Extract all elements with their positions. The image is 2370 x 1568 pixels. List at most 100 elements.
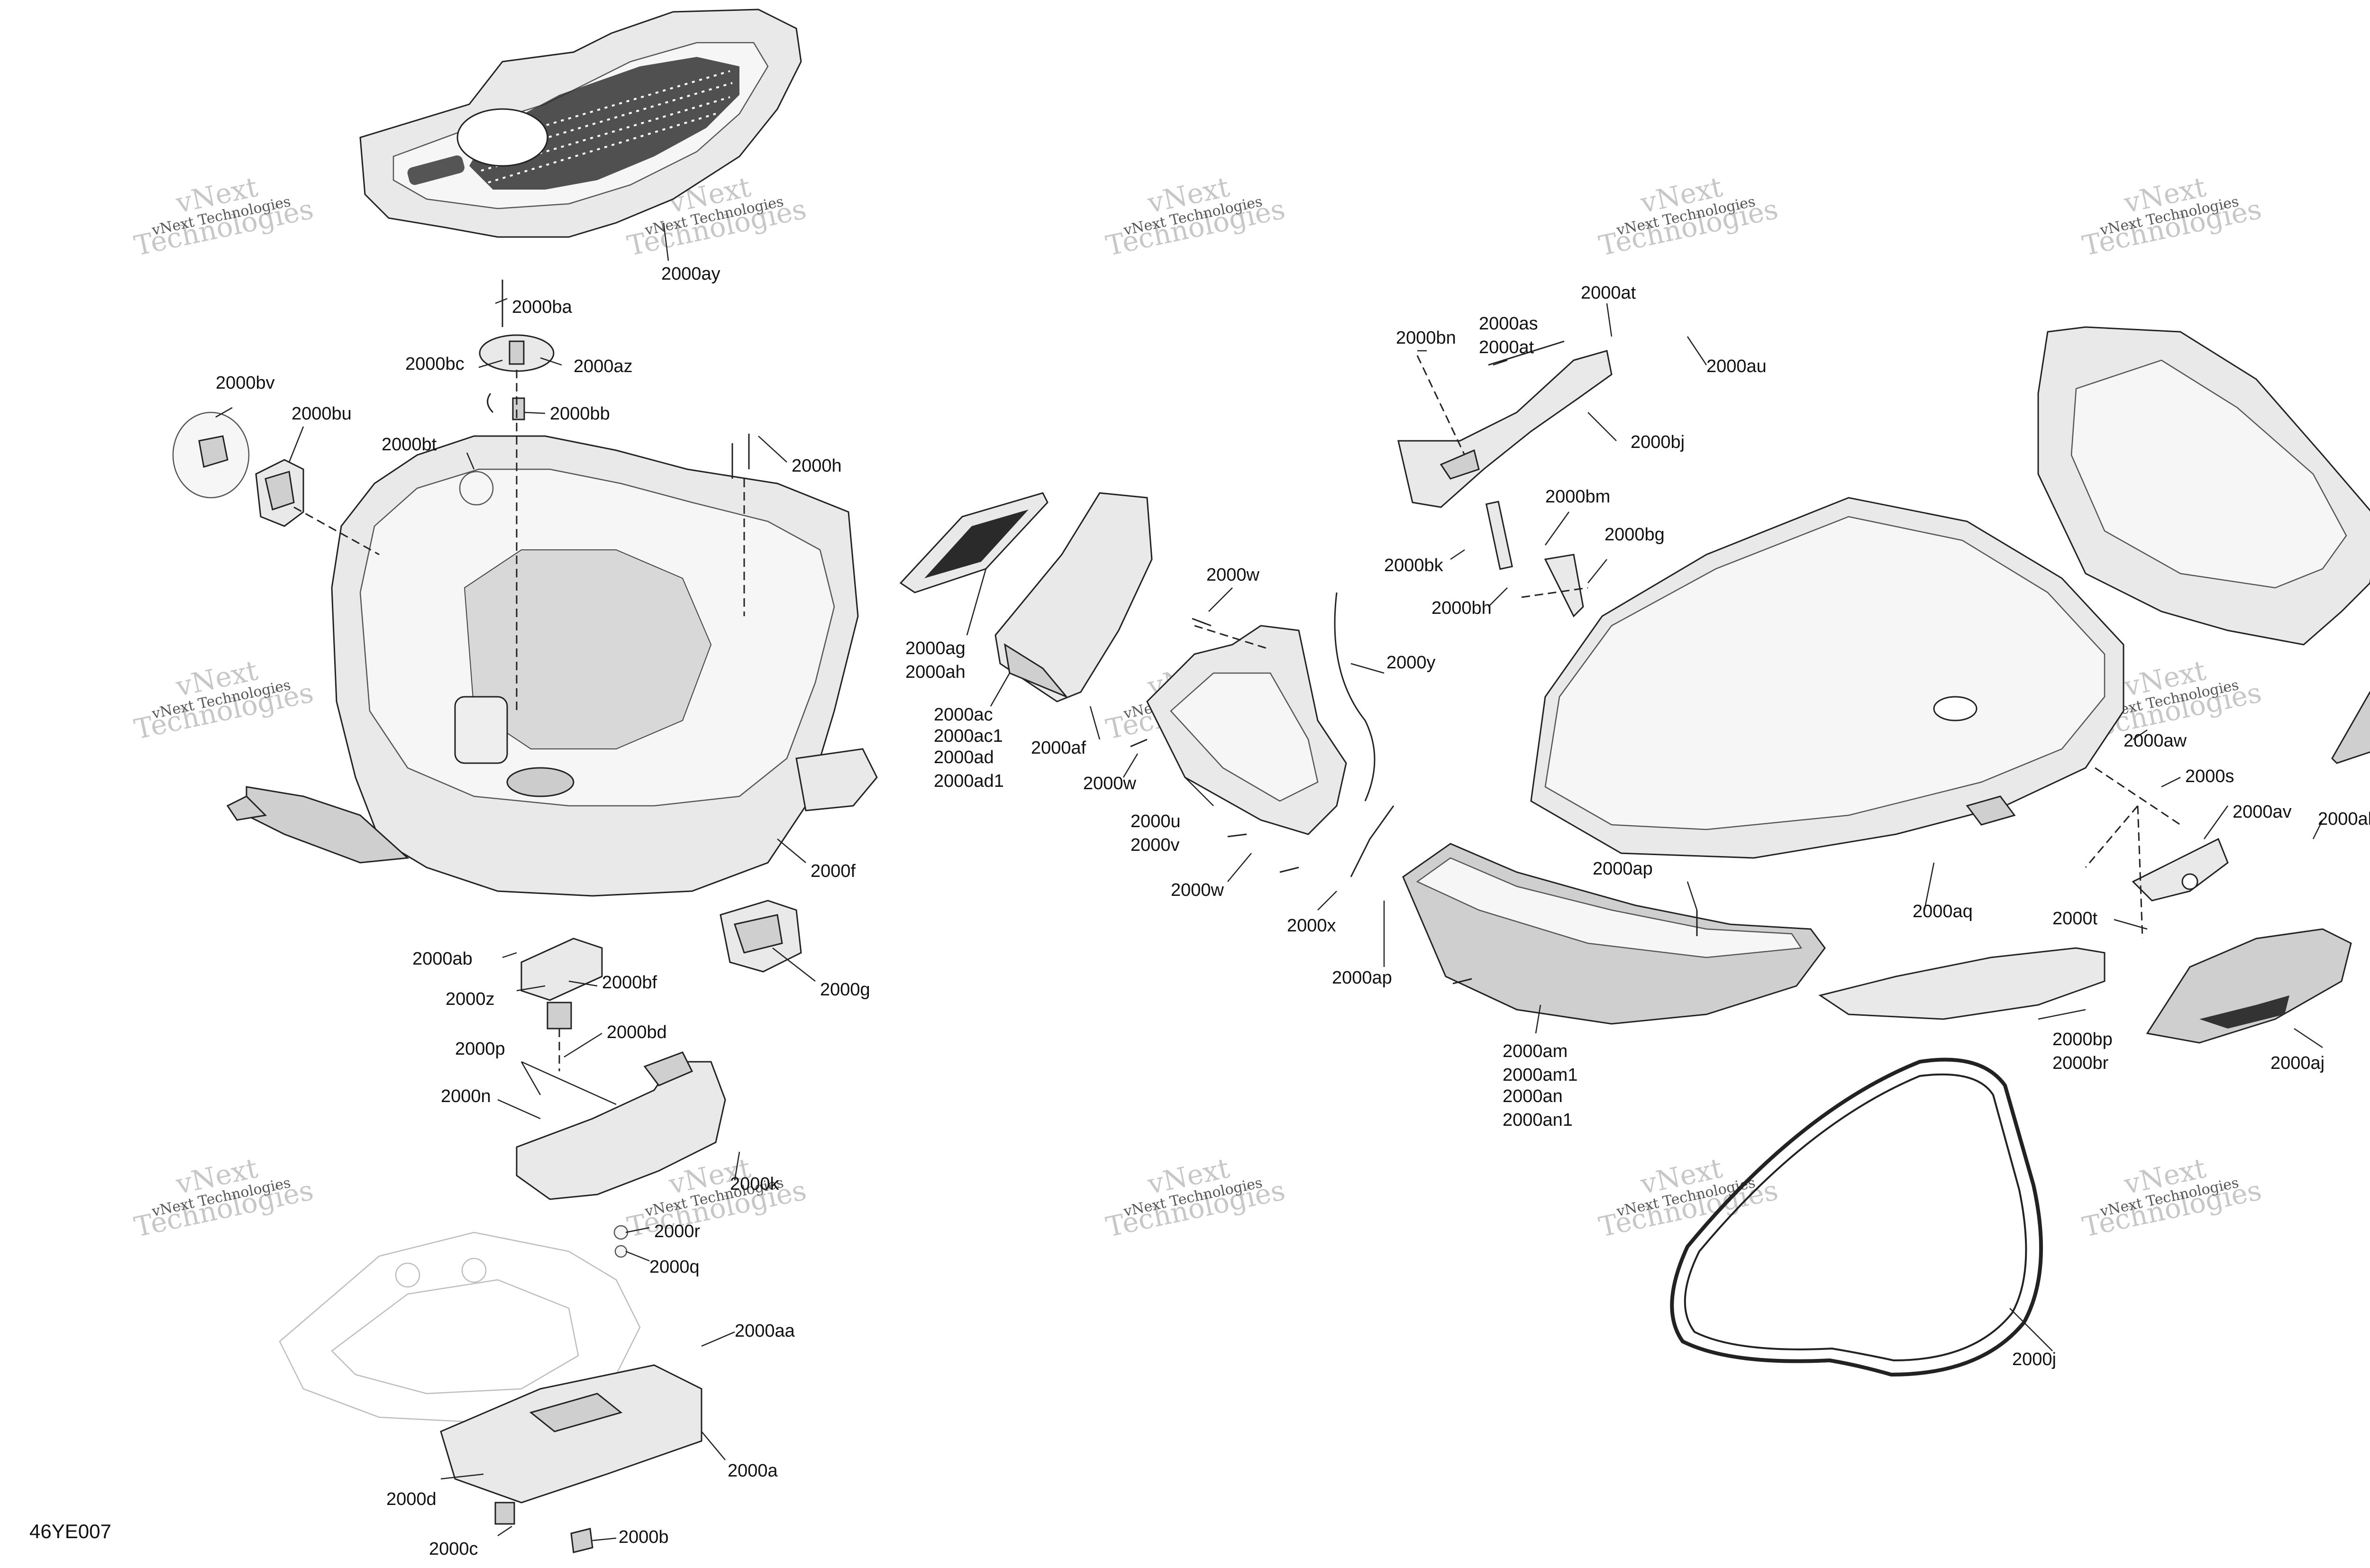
callout-2000ba: 2000ba (512, 297, 573, 317)
clip-part (570, 1528, 593, 1553)
callout-2000q: 2000q (649, 1257, 700, 1277)
callout-labels: 2000ay 2000ba 2000bc 2000az 2000bb 2000b… (216, 264, 2370, 1559)
callout-2000c: 2000c (429, 1539, 478, 1559)
callout-2000ac1: 2000ac1 (934, 726, 1003, 746)
callout-2000am1: 2000am1 (1503, 1065, 1577, 1085)
callout-2000v: 2000v (1130, 835, 1180, 855)
callout-2000am: 2000am (1503, 1041, 1568, 1061)
rear-trim-part (2331, 691, 2370, 764)
callout-2000bc: 2000bc (405, 354, 465, 374)
callout-2000an1: 2000an1 (1503, 1110, 1573, 1130)
nut-part (494, 1502, 515, 1525)
callout-2000y: 2000y (1386, 653, 1436, 673)
diagram-code: 46YE007 (29, 1520, 111, 1542)
latch-bracket-part (520, 938, 603, 1030)
callout-2000bb: 2000bb (550, 404, 610, 424)
callout-2000au: 2000au (1706, 356, 1767, 376)
hull-outline (279, 1231, 641, 1423)
callout-2000ay: 2000ay (661, 264, 720, 284)
badge-handle-part (2146, 928, 2352, 1044)
callout-2000at-top: 2000at (1581, 283, 1636, 303)
callout-2000bt: 2000bt (382, 435, 437, 455)
callout-2000az: 2000az (574, 356, 633, 376)
callout-2000bj: 2000bj (1631, 432, 1685, 452)
callout-2000as: 2000as (1479, 314, 1538, 334)
assembly-lines-left (293, 370, 745, 1071)
callout-2000a: 2000a (728, 1461, 778, 1481)
callout-2000w-mid: 2000w (1083, 774, 1137, 793)
callout-2000ag: 2000ag (905, 638, 966, 658)
front-panel-part (1402, 843, 1826, 1025)
callout-2000bh: 2000bh (1431, 598, 1492, 618)
seal-gasket-part (1670, 1057, 2043, 1377)
callout-2000x: 2000x (1287, 916, 1336, 936)
callout-2000k: 2000k (730, 1174, 780, 1194)
callout-2000f: 2000f (811, 861, 856, 881)
callout-2000af: 2000af (1031, 738, 1086, 758)
callout-2000bd: 2000bd (607, 1022, 667, 1042)
callout-2000av: 2000av (2233, 802, 2292, 822)
base-plate-part (440, 1364, 702, 1504)
callout-2000bk: 2000bk (1384, 556, 1444, 575)
callout-2000ap-left: 2000ap (1332, 968, 1392, 988)
callout-2000ac: 2000ac (934, 705, 993, 725)
screws-part (731, 434, 750, 479)
leader-lines (215, 222, 2324, 1541)
callout-2000ab: 2000ab (412, 949, 473, 969)
mesh-panel-part (899, 492, 1048, 593)
callout-2000aj: 2000aj (2270, 1053, 2324, 1073)
callout-2000aw: 2000aw (2124, 731, 2187, 751)
callout-2000w-top: 2000w (1206, 565, 1260, 585)
callout-2000br: 2000br (2052, 1053, 2109, 1073)
callout-2000ak: 2000ak (2318, 809, 2370, 829)
assembly-lines-right (1194, 355, 2181, 939)
bracket-part (1350, 805, 1395, 877)
callout-2000b: 2000b (619, 1527, 669, 1547)
small-cap-part (172, 411, 250, 499)
callout-2000bn: 2000bn (1396, 328, 1456, 348)
callout-2000aq: 2000aq (1913, 902, 1973, 921)
callout-2000s: 2000s (2185, 766, 2234, 786)
callout-2000ad: 2000ad (934, 748, 994, 767)
callout-2000bf: 2000bf (602, 973, 657, 993)
duct-cradle-part (1146, 625, 1347, 835)
callout-2000h: 2000h (792, 456, 842, 476)
callout-2000bv: 2000bv (216, 373, 275, 393)
hinge-pin-part (1488, 340, 1565, 366)
callout-2000ap-right: 2000ap (1593, 859, 1653, 879)
callout-2000n: 2000n (441, 1086, 491, 1106)
callout-2000w-bottom: 2000w (1171, 880, 1224, 900)
callout-2000p: 2000p (455, 1039, 505, 1059)
callout-2000z: 2000z (446, 989, 495, 1009)
small-screws-mid (1130, 618, 1698, 985)
callout-2000an: 2000an (1503, 1086, 1563, 1106)
callout-2000u: 2000u (1130, 811, 1181, 831)
callout-2000aa: 2000aa (735, 1321, 795, 1341)
callout-2000g: 2000g (820, 980, 870, 1000)
callout-2000bp: 2000bp (2052, 1030, 2113, 1049)
callout-2000ad1: 2000ad1 (934, 771, 1004, 791)
grille-cover-part (359, 9, 802, 238)
hinge-arm-part (1397, 350, 1613, 618)
side-panel-part (994, 492, 1153, 702)
rear-shell-part (2037, 326, 2370, 646)
main-lid-part (1530, 497, 2124, 859)
trim-strip-part (1818, 947, 2106, 1020)
mounting-bracket-part (516, 1051, 726, 1200)
latch-part (255, 459, 304, 527)
callout-2000t: 2000t (2052, 909, 2098, 929)
callout-2000bu: 2000bu (292, 404, 352, 424)
callout-2000at-stack: 2000at (1479, 337, 1534, 357)
latch-handle-part (2132, 838, 2229, 902)
callout-2000ah: 2000ah (905, 662, 966, 682)
callout-2000r: 2000r (654, 1222, 701, 1241)
callout-2000j: 2000j (2012, 1349, 2056, 1369)
bumper-part (459, 471, 494, 506)
callout-2000bm: 2000bm (1545, 487, 1610, 507)
